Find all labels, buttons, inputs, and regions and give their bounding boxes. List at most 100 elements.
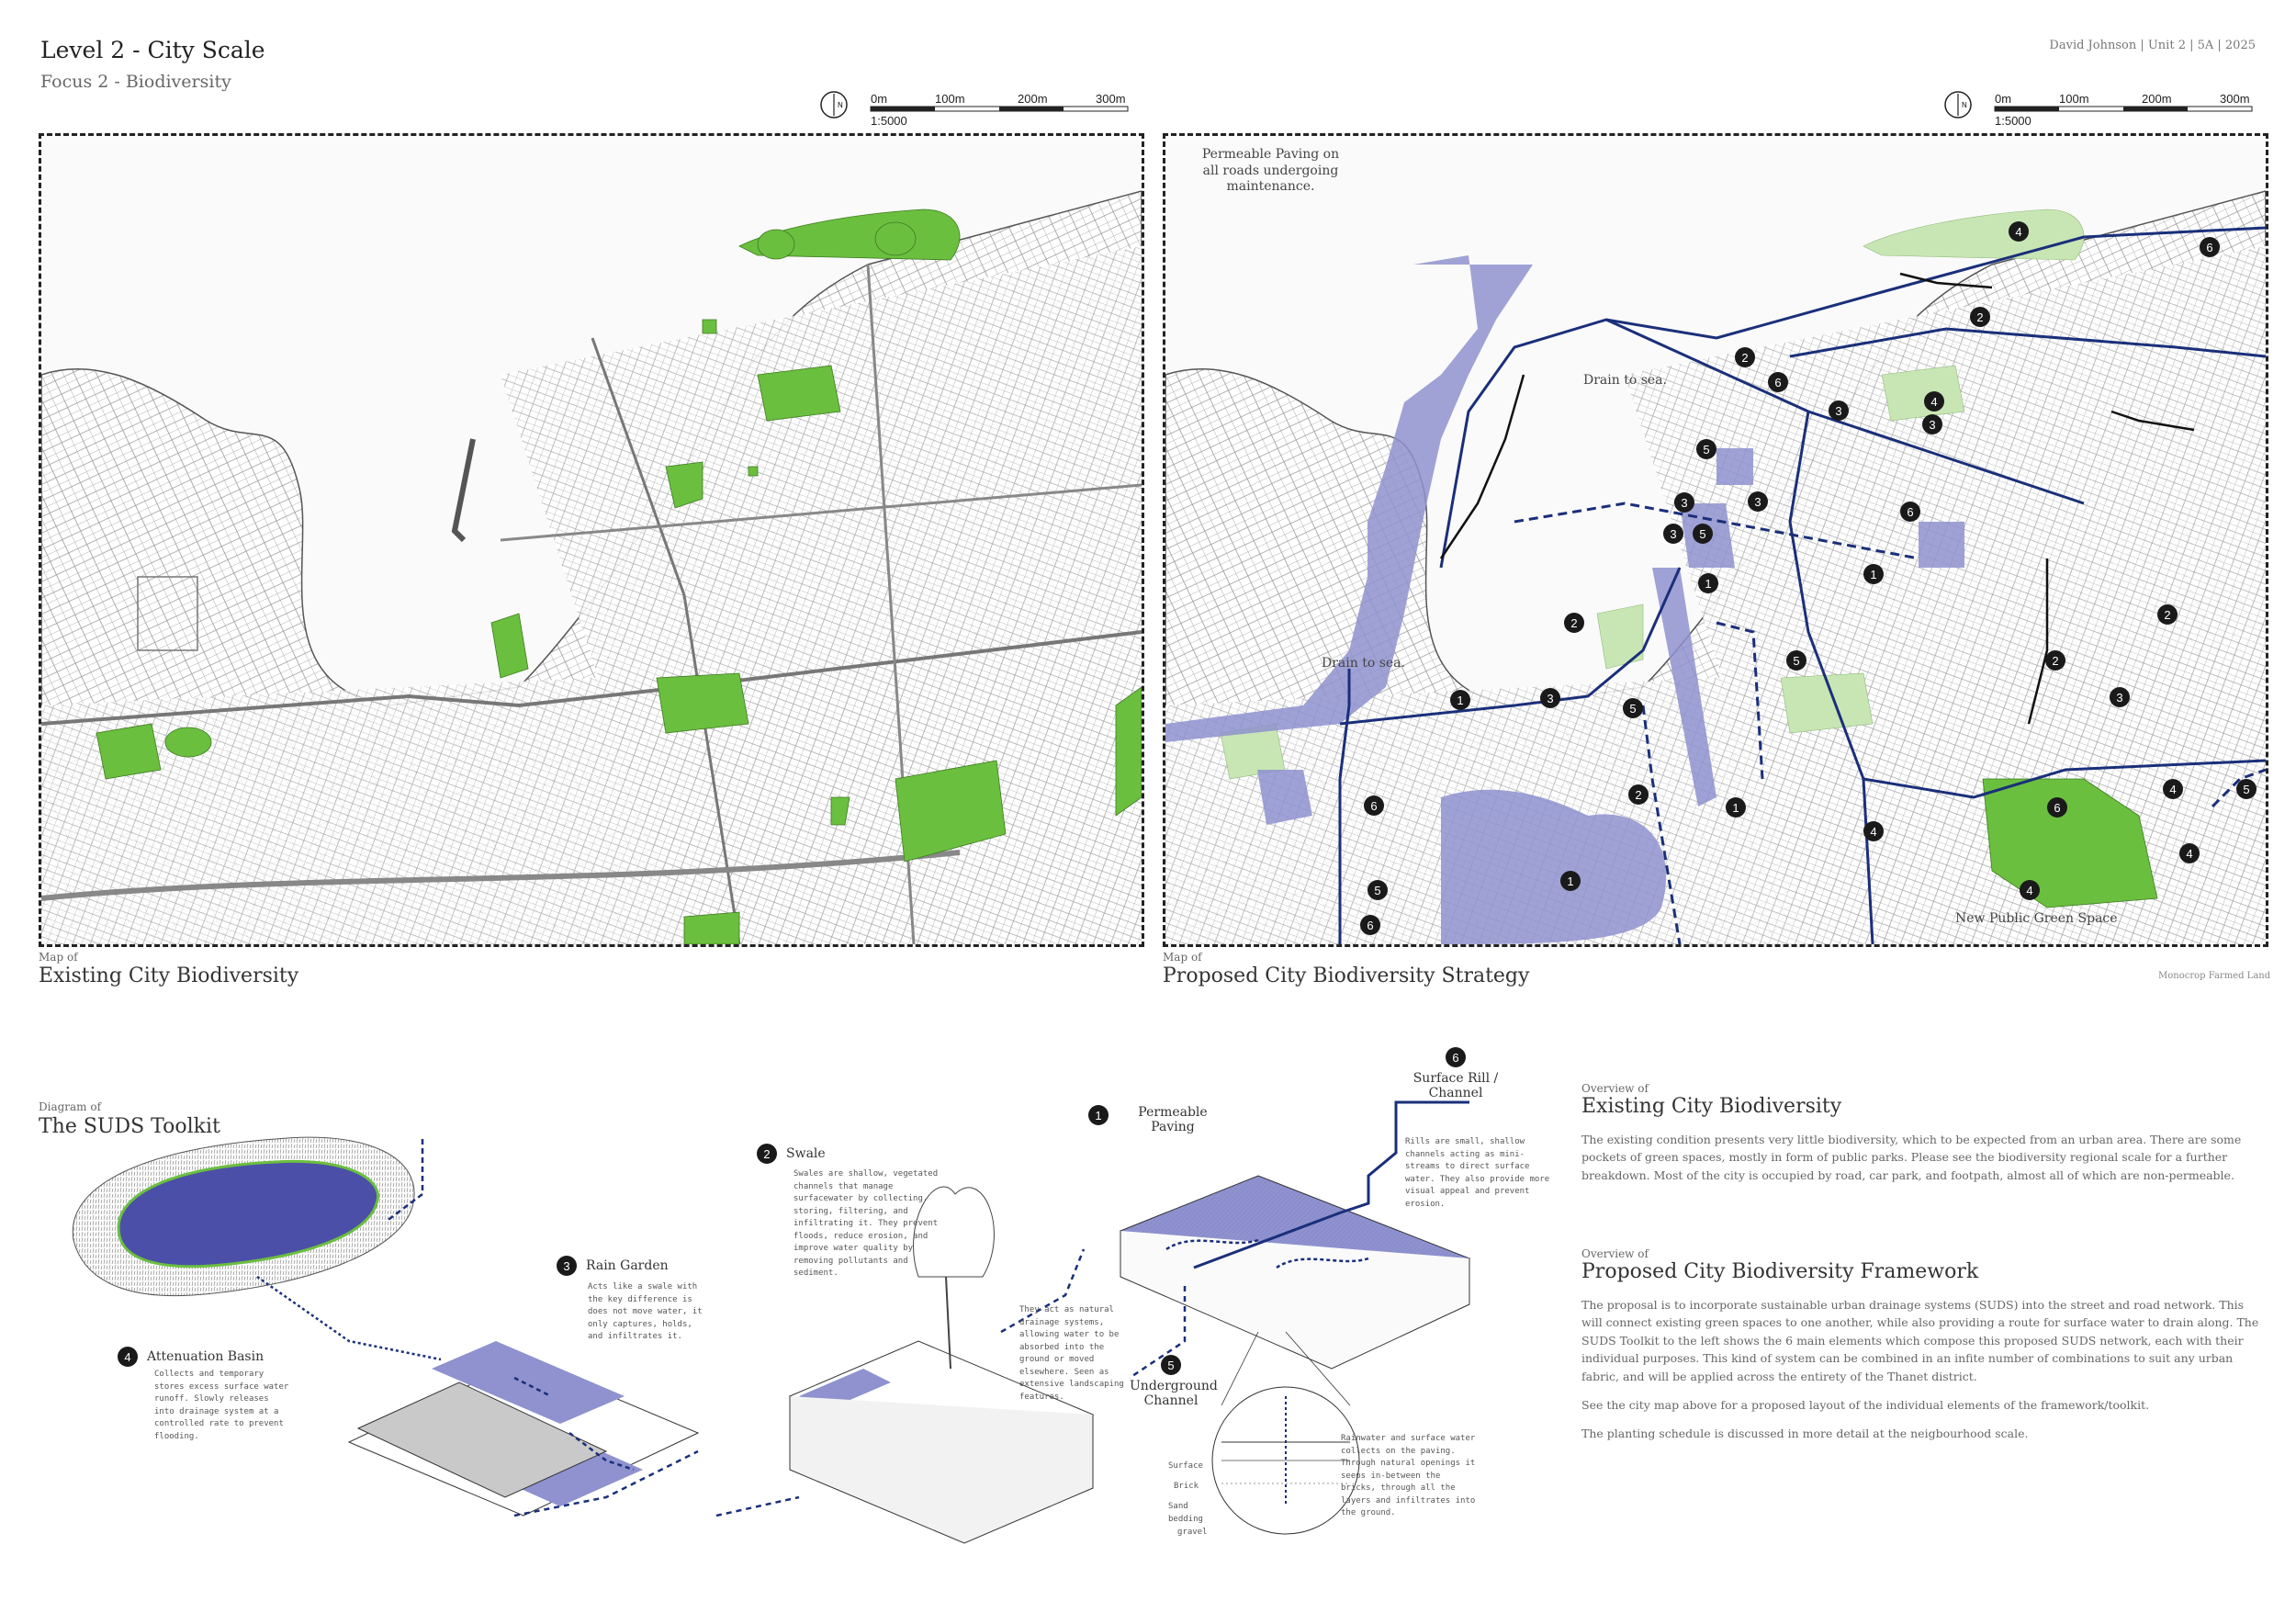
tool-surface-rill: 6 Surface Rill / Channel <box>1410 1047 1502 1100</box>
tool-label: Underground Channel <box>1130 1379 1218 1408</box>
marker[interactable]: 4 <box>2179 843 2200 863</box>
overview-proposed-text: See the city map above for a proposed la… <box>1581 1397 2150 1412</box>
scale-tick: 200m <box>1018 92 1048 106</box>
marker[interactable]: 2 <box>2045 650 2065 671</box>
section-label: Surface <box>1168 1461 1203 1471</box>
tool-number: 6 <box>1446 1047 1466 1067</box>
north-arrow-icon: N <box>1944 91 2253 118</box>
marker[interactable]: 3 <box>1748 491 1768 512</box>
marker[interactable]: 1 <box>1450 690 1470 710</box>
marker[interactable]: 5 <box>2236 779 2257 799</box>
scale-bar-left: N 0m 100m 200m 300m 1:5000 <box>816 90 1137 130</box>
tool-permeable-paving: 1 Permeable Paving <box>1088 1105 1210 1134</box>
green-spaces <box>96 209 1142 944</box>
scale-tick: 200m <box>2142 92 2172 106</box>
map-left-caption-small: Map of <box>39 951 78 964</box>
tool-underground-channel: 5 Underground Channel <box>1130 1355 1218 1408</box>
tool-number: 3 <box>557 1256 577 1276</box>
scale-tick: 100m <box>2059 92 2089 106</box>
legend-monocrop: Monocrop Farmed Land <box>2158 971 2271 981</box>
section-label: Brick <box>1174 1482 1199 1491</box>
marker[interactable]: 5 <box>1693 524 1713 544</box>
map-proposed: Permeable Paving on all roads undergoing… <box>1163 133 2268 947</box>
marker[interactable]: 4 <box>2020 880 2040 900</box>
scale-ratio: 1:5000 <box>1995 114 2032 128</box>
tool-number: 1 <box>1088 1105 1109 1125</box>
marker[interactable]: 1 <box>1698 573 1718 593</box>
overview-proposed-title: Proposed City Biodiversity Framework <box>1581 1260 1979 1283</box>
tool-swale: 2 Swale <box>757 1144 826 1164</box>
overview-proposed-small: Overview of <box>1581 1247 1649 1260</box>
marker[interactable]: 6 <box>1364 795 1384 816</box>
note-rill: Rills are small, shallow channels acting… <box>1405 1137 1550 1209</box>
overview-existing: Overview of Existing City Biodiversity T… <box>1581 1082 2261 1184</box>
new-green-space <box>1982 778 2158 908</box>
marker[interactable]: 6 <box>1360 915 1380 935</box>
marker[interactable]: 6 <box>1900 502 1920 522</box>
overview-existing-text: The existing condition presents very lit… <box>1581 1133 2242 1182</box>
marker[interactable]: 2 <box>1735 347 1755 367</box>
marker[interactable]: 1 <box>1560 871 1581 891</box>
tool-label: Permeable Paving <box>1138 1105 1208 1134</box>
marker[interactable]: 3 <box>1829 400 1849 421</box>
overview-proposed: Overview of Proposed City Biodiversity F… <box>1581 1247 2261 1443</box>
marker[interactable]: 5 <box>1367 880 1388 900</box>
marker[interactable]: 5 <box>1696 439 1716 459</box>
marker[interactable]: 6 <box>2200 237 2220 257</box>
scale-ratio: 1:5000 <box>871 114 907 128</box>
tool-label: Attenuation Basin <box>147 1349 264 1364</box>
section-label: gravel <box>1177 1528 1208 1537</box>
marker[interactable]: 3 <box>1674 492 1694 513</box>
marker[interactable]: 3 <box>1922 414 1942 434</box>
scale-tick: 300m <box>2220 92 2250 106</box>
existing-map-drawing <box>41 190 1142 944</box>
overview-existing-small: Overview of <box>1581 1082 1649 1095</box>
marker[interactable]: 4 <box>2163 779 2183 799</box>
tool-rain-garden: 3 Rain Garden <box>557 1256 669 1276</box>
marker[interactable]: 2 <box>1970 307 1990 327</box>
page-title: Level 2 - City Scale <box>40 37 265 63</box>
map-right-caption-small: Map of <box>1163 951 1202 964</box>
marker[interactable]: 6 <box>1768 372 1788 392</box>
annotation-permeable: Permeable Paving on all roads undergoing… <box>1201 147 1340 194</box>
marker[interactable]: 4 <box>1863 821 1884 841</box>
suds-toolkit-drawing <box>72 1100 1471 1544</box>
tool-number: 5 <box>1161 1355 1181 1375</box>
marker[interactable]: 2 <box>2157 604 2178 625</box>
scale-tick: 100m <box>935 92 965 106</box>
note-rain-garden: Acts like a swale with the key differenc… <box>588 1282 703 1341</box>
marker[interactable]: 5 <box>1786 650 1806 671</box>
marker[interactable]: 1 <box>1863 564 1884 584</box>
marker[interactable]: 5 <box>1623 698 1643 718</box>
annotation-green-space: New Public Green Space <box>1955 911 2118 926</box>
scale-bar-right: N 0m 100m 200m 300m 1:5000 <box>1940 90 2261 130</box>
marker[interactable]: 3 <box>1663 524 1683 544</box>
marker[interactable]: 2 <box>1628 784 1649 805</box>
proposed-map-drawing <box>1165 190 2266 944</box>
page-subtitle: Focus 2 - Biodiversity <box>40 72 231 92</box>
marker[interactable]: 4 <box>2009 221 2029 242</box>
overview-proposed-text: The proposal is to incorporate sustainab… <box>1581 1298 2259 1383</box>
marker[interactable]: 4 <box>1924 391 1944 412</box>
overview-existing-title: Existing City Biodiversity <box>1581 1095 1842 1118</box>
annotation-drain-top: Drain to sea. <box>1583 373 1667 388</box>
section-label: Sand bedding <box>1168 1502 1203 1524</box>
diagram-caption: The SUDS Toolkit <box>39 1115 220 1138</box>
marker[interactable]: 6 <box>2047 797 2067 818</box>
note-basin: Collects and temporary stores excess sur… <box>154 1370 289 1441</box>
north-arrow-icon: N <box>820 91 1129 118</box>
note-underground: They act as natural drainage systems, al… <box>1019 1305 1124 1402</box>
tool-attenuation-basin: 4 Attenuation Basin <box>118 1347 264 1367</box>
annotation-drain-bottom: Drain to sea. <box>1322 656 1405 671</box>
svg-text:N: N <box>838 101 843 109</box>
scale-tick: 300m <box>1096 92 1126 106</box>
map-left-caption: Existing City Biodiversity <box>39 964 299 987</box>
marker[interactable]: 3 <box>2110 687 2130 707</box>
marker[interactable]: 3 <box>1540 688 1560 708</box>
note-swale: Swales are shallow, vegetated channels t… <box>793 1169 939 1278</box>
tool-number: 2 <box>757 1144 777 1164</box>
marker[interactable]: 1 <box>1726 797 1746 818</box>
permeable-areas <box>1165 255 1964 944</box>
marker[interactable]: 2 <box>1564 613 1584 633</box>
scale-tick: 0m <box>871 92 888 106</box>
